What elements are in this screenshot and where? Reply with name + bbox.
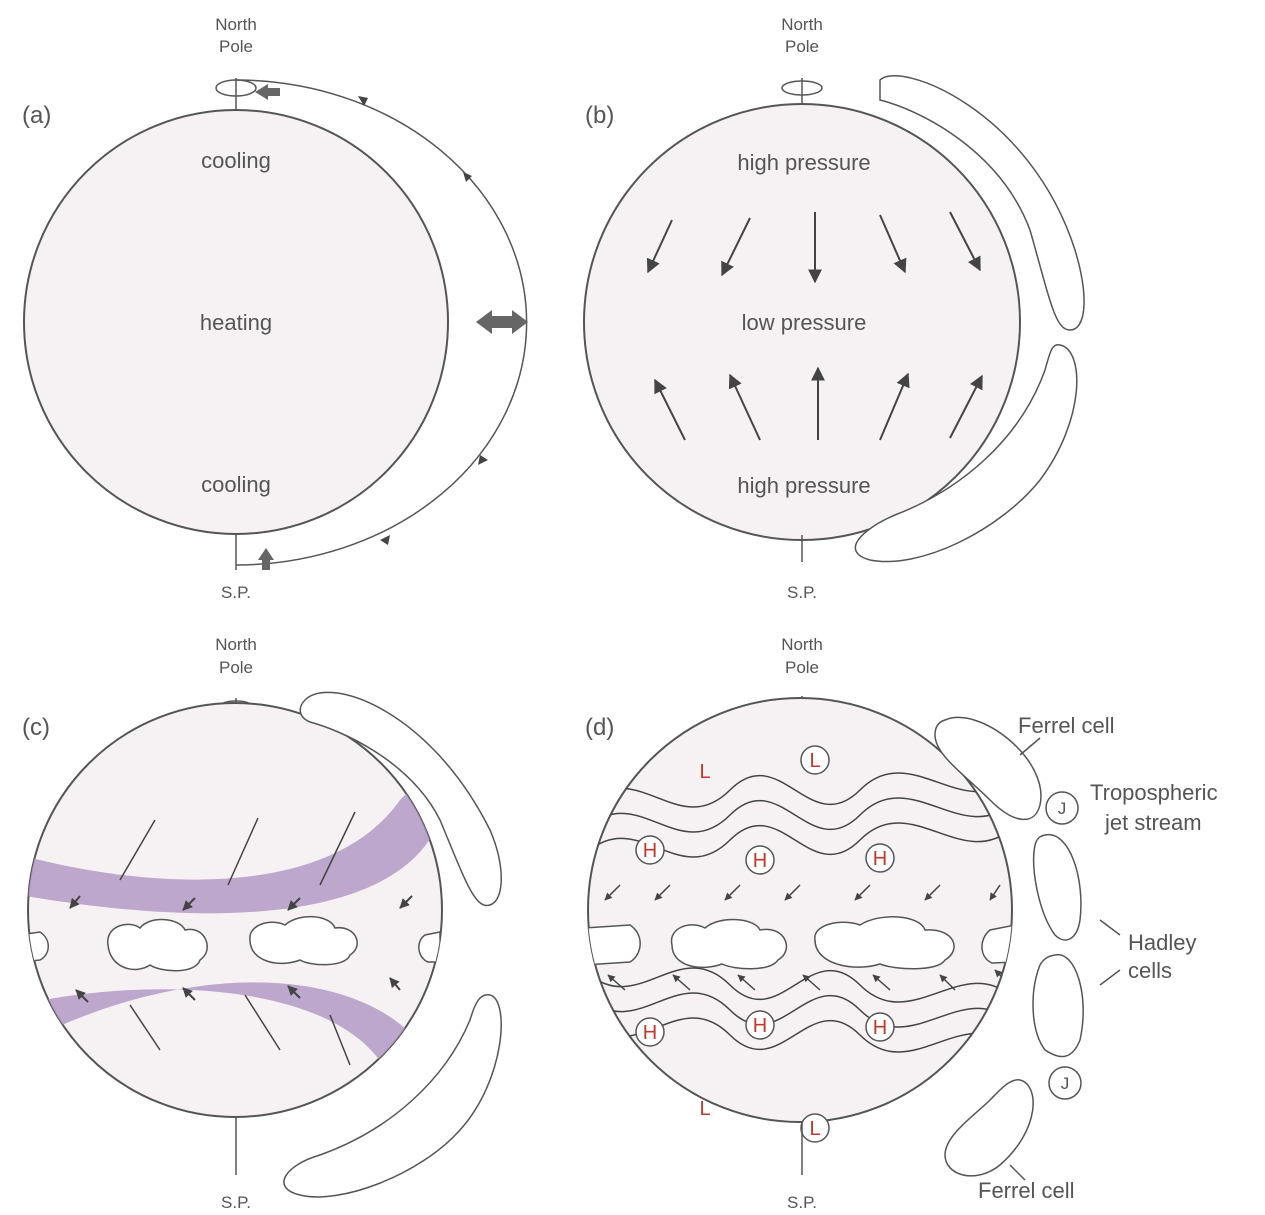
north-pole-label-line1: North xyxy=(215,15,257,34)
low-pressure-symbol: L xyxy=(809,1118,820,1140)
low-pressure-symbol: L xyxy=(809,750,820,772)
jet-stream-label-line1: Tropospheric xyxy=(1090,780,1218,805)
panel-b-label: (b) xyxy=(585,102,614,129)
jet-symbol: J xyxy=(1058,799,1067,818)
south-pole-label: S.P. xyxy=(787,1193,817,1212)
panel-b: (b) North Pole high pressure low pressur… xyxy=(584,15,1084,602)
north-pole-label-line1: North xyxy=(781,15,823,34)
high-pressure-label-top: high pressure xyxy=(737,150,870,175)
north-pole-label-line2: Pole xyxy=(785,37,819,56)
flow-arrow xyxy=(478,455,488,465)
north-pole-label-line1: North xyxy=(781,635,823,654)
ferrel-cell-label-top: Ferrel cell xyxy=(1018,713,1115,738)
hadley-cell-north xyxy=(1034,835,1081,940)
panel-a: (a) North Pole cooling heating cooling S… xyxy=(22,15,528,602)
high-pressure-symbol: H xyxy=(873,1017,887,1039)
north-pole-label-line2: Pole xyxy=(219,37,253,56)
cooling-label-top: cooling xyxy=(201,148,271,173)
heat-transport-arrow-south xyxy=(258,548,274,570)
panel-c: (c) North Pole xyxy=(20,635,501,1212)
callout-line xyxy=(1020,738,1040,755)
ferrel-cell-label-bottom: Ferrel cell xyxy=(978,1178,1075,1203)
low-pressure-symbol: L xyxy=(699,1098,710,1120)
flow-arrow xyxy=(380,535,390,545)
hadley-label-line2: cells xyxy=(1128,958,1172,983)
north-pole-label-line2: Pole xyxy=(785,658,819,677)
south-pole-label: S.P. xyxy=(787,583,817,602)
callout-line xyxy=(1100,920,1120,935)
heat-exchange-arrow xyxy=(476,310,528,334)
ferrel-cell-south xyxy=(945,1080,1033,1176)
cooling-label-bottom: cooling xyxy=(201,472,271,497)
panel-d-label: (d) xyxy=(585,714,614,741)
high-pressure-symbol: H xyxy=(643,1022,657,1044)
panel-d: (d) North Pole xyxy=(585,635,1218,1212)
high-pressure-symbol: H xyxy=(753,1015,767,1037)
south-pole-label: S.P. xyxy=(221,1193,251,1212)
panel-c-label: (c) xyxy=(22,714,50,741)
high-pressure-symbol: H xyxy=(873,848,887,870)
hadley-cell-south xyxy=(1033,955,1083,1057)
high-pressure-symbol: H xyxy=(643,840,657,862)
north-pole-label-line1: North xyxy=(215,635,257,654)
cloud-left xyxy=(20,932,48,962)
low-pressure-symbol: L xyxy=(699,761,710,783)
heating-label: heating xyxy=(200,310,272,335)
high-pressure-label-bottom: high pressure xyxy=(737,473,870,498)
high-pressure-symbol: H xyxy=(753,850,767,872)
panel-a-label: (a) xyxy=(22,102,51,129)
heat-transport-arrow-north xyxy=(255,84,280,100)
south-pole-label: S.P. xyxy=(221,583,251,602)
north-pole-label-line2: Pole xyxy=(219,658,253,677)
jet-symbol: J xyxy=(1061,1074,1070,1093)
hadley-label-line1: Hadley xyxy=(1128,930,1196,955)
jet-stream-label-line2: jet stream xyxy=(1104,810,1202,835)
low-pressure-label: low pressure xyxy=(742,310,867,335)
callout-line xyxy=(1100,970,1120,985)
